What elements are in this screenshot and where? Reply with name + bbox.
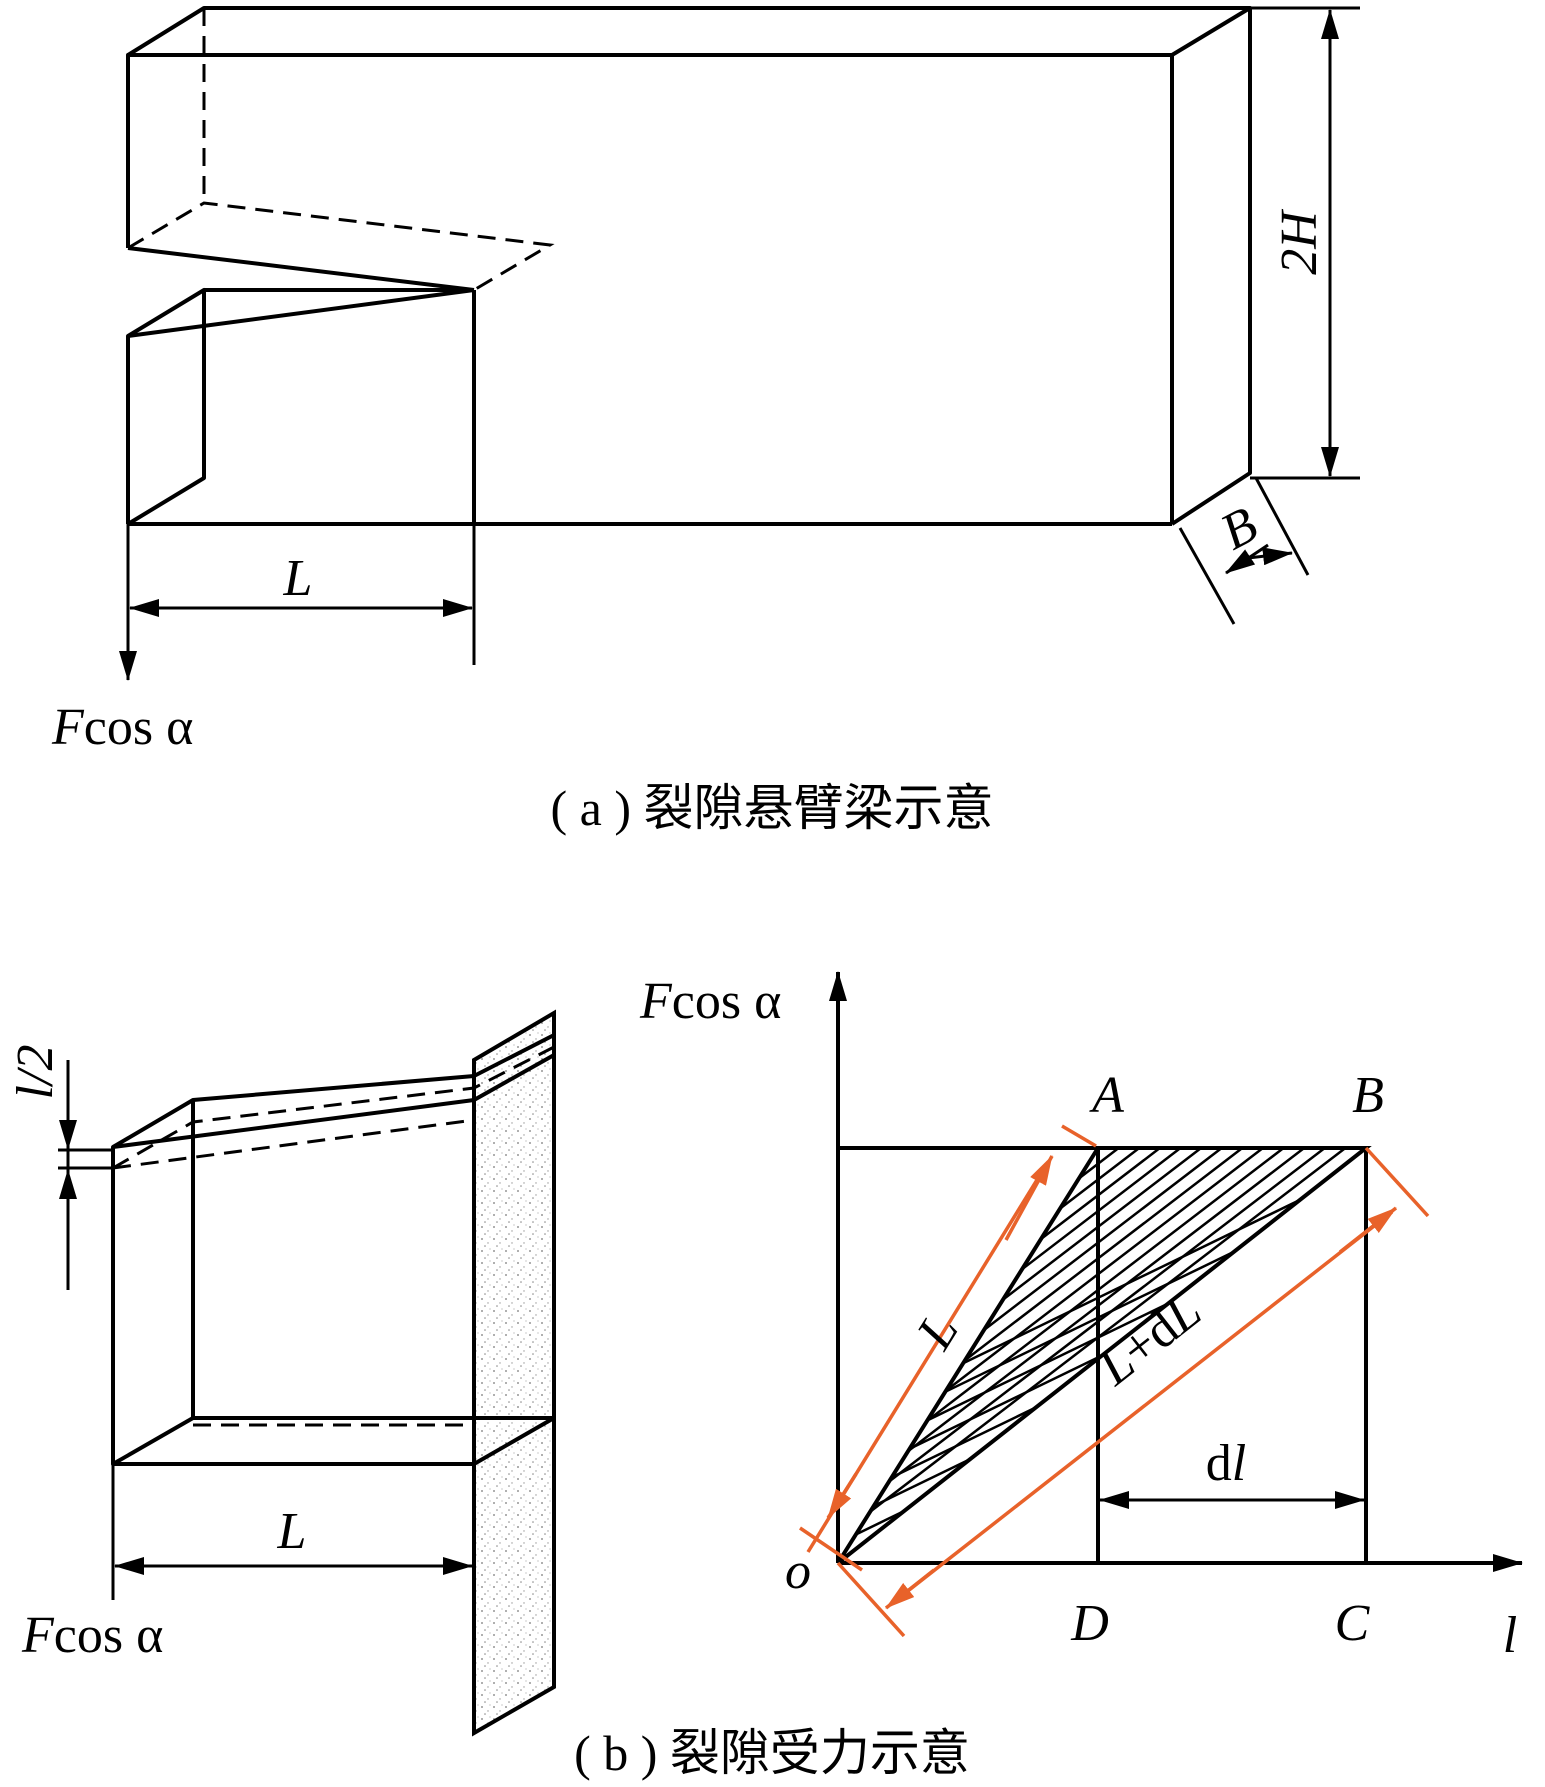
label-l: L xyxy=(283,550,313,607)
hatch-line xyxy=(1021,1147,1182,1271)
crack-upper-edge xyxy=(127,246,475,292)
point-a-label: A xyxy=(1089,1067,1124,1124)
hatch-line xyxy=(944,1250,1235,1393)
orange-ext-a xyxy=(1061,1124,1097,1148)
hatch-line xyxy=(869,1147,1347,1513)
dim-b-arrow-1 xyxy=(1225,543,1269,575)
orange-dim-ldl-arrow-top xyxy=(1338,1206,1398,1254)
hatch-line xyxy=(1040,1147,1161,1240)
lower-arm-right xyxy=(473,1416,555,1466)
label-force-a: Fcos α xyxy=(51,699,193,756)
orange-dim-ldl xyxy=(888,1210,1394,1607)
axis-y-label: Fcos α xyxy=(639,973,781,1030)
point-o-label: o xyxy=(785,1543,811,1600)
axis-x-label: l xyxy=(1503,1607,1517,1664)
figure-b-force-graph: Fcos α l A B C D o dl L xyxy=(639,971,1523,1664)
top-and-right-face xyxy=(126,6,1252,526)
hatch-line xyxy=(908,1354,1103,1450)
hidden-crack-face xyxy=(127,201,555,292)
label-l-b: L xyxy=(277,1503,307,1560)
dim-b-ext-2 xyxy=(1254,477,1310,576)
point-c-label: C xyxy=(1335,1595,1371,1652)
label-2h: 2H xyxy=(1271,209,1328,275)
figure-a-cantilever: 2H B L Fcos α ( a ) 裂隙悬臂梁示意 xyxy=(51,6,1360,836)
top-right-edge xyxy=(1170,6,1252,57)
lower-arm-end xyxy=(126,288,206,526)
orange-dim-ldl-arrow-bottom xyxy=(884,1568,936,1610)
caption-a: ( a ) 裂隙悬臂梁示意 xyxy=(551,780,994,836)
hatch-line xyxy=(1078,1147,1120,1180)
label-l2: l/2 xyxy=(7,1045,64,1100)
upper-arm-front xyxy=(112,1098,475,1149)
orange-dim-l-arrow-top xyxy=(1004,1155,1054,1241)
hatch-line xyxy=(891,1406,1037,1479)
front-face-upper xyxy=(126,53,1174,524)
orange-ext-o-short xyxy=(799,1526,863,1572)
lower-arm-left xyxy=(112,1416,194,1466)
hatch-line xyxy=(983,1147,1223,1331)
dim-b-arrow-2 xyxy=(1247,547,1293,566)
point-d-label: D xyxy=(1070,1595,1109,1652)
hatch-line xyxy=(1002,1147,1202,1301)
hatch-line xyxy=(945,1147,1264,1392)
hatch-line xyxy=(964,1147,1244,1362)
point-b-label: B xyxy=(1352,1067,1384,1124)
upper-arm-right xyxy=(473,1053,555,1102)
hatch-line xyxy=(1059,1147,1140,1210)
orange-dim-l-arrow-bottom xyxy=(826,1473,858,1519)
displaced-front xyxy=(112,1118,475,1170)
hatch-line xyxy=(926,1147,1285,1422)
crack-lower-edge xyxy=(127,288,475,338)
hatch-line xyxy=(873,1458,971,1508)
wall-plate xyxy=(472,1009,556,1737)
figure-b-crack-block: l/2 L Fcos α xyxy=(7,1009,556,1737)
label-orange-l: L xyxy=(906,1304,970,1360)
hatch-line xyxy=(962,1198,1301,1365)
dim-b-ext-1 xyxy=(1178,527,1236,625)
orange-ext-b xyxy=(1364,1146,1430,1218)
orange-ext-o xyxy=(836,1561,906,1638)
triangle-oab xyxy=(836,1146,1372,1565)
hatch-line xyxy=(926,1302,1169,1422)
label-force-b: Fcos α xyxy=(21,1607,163,1664)
displaced-upper-arm xyxy=(112,1045,555,1170)
caption-b: ( b ) 裂隙受力示意 xyxy=(574,1725,970,1781)
hatch-line xyxy=(907,1147,1305,1453)
hatched-work-region xyxy=(855,1147,1347,1536)
label-dl: dl xyxy=(1206,1435,1246,1492)
